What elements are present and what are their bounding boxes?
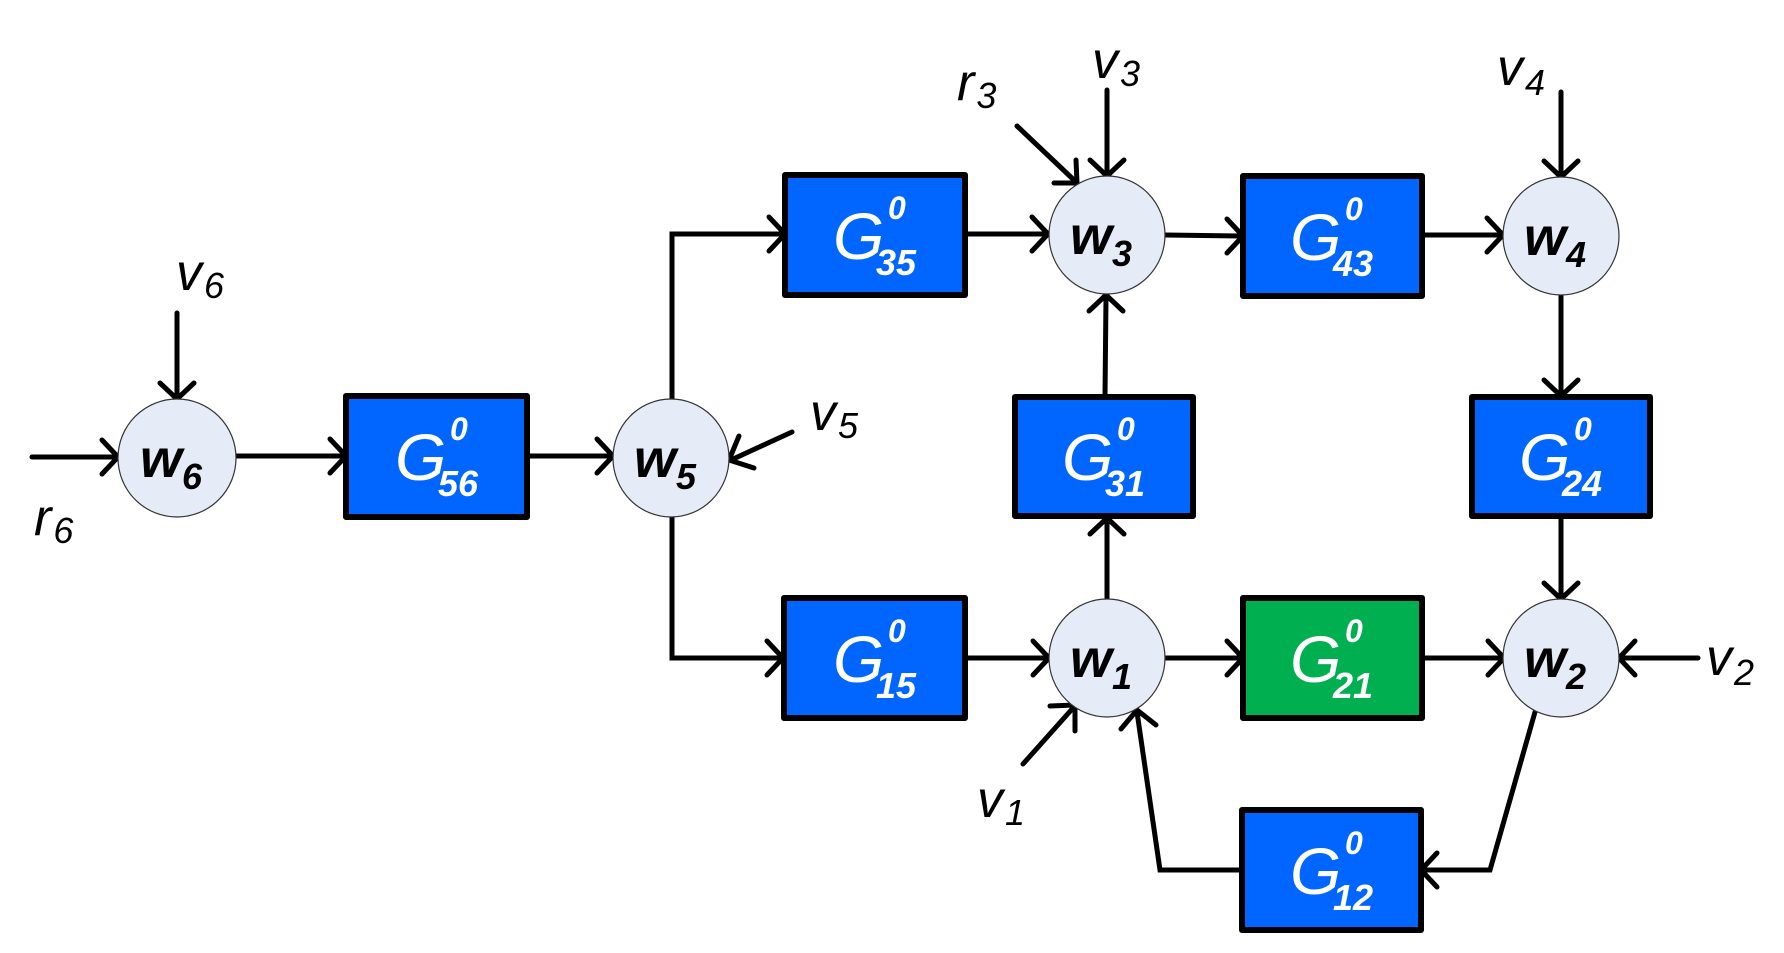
node-w5[interactable]: w5 — [612, 398, 730, 518]
svg-text:w6: w6 — [140, 429, 203, 497]
block-superscript: 0 — [1345, 191, 1363, 227]
edge-g21-w2 — [1419, 638, 1507, 678]
block-subscript: 56 — [438, 463, 479, 504]
block-superscript: 0 — [1345, 825, 1363, 861]
block-subscript: 15 — [876, 665, 917, 706]
block-subscript: 43 — [1332, 243, 1373, 284]
edge-g24-w2 — [1541, 515, 1581, 602]
edge-g15-w1 — [962, 638, 1052, 678]
block-symbol: G — [1519, 420, 1570, 494]
signal-label-r6: r6 — [34, 489, 74, 551]
edge-w5-g35 — [669, 214, 788, 402]
edge-v1-w1 — [1020, 702, 1078, 767]
edge-r6-w6 — [29, 437, 121, 477]
signal-label-v3: v3 — [1092, 32, 1140, 94]
edge-g43-w4 — [1419, 215, 1506, 255]
block-subscript: 31 — [1105, 463, 1145, 504]
block-subscript: 12 — [1333, 877, 1373, 918]
block-subscript: 24 — [1561, 463, 1602, 504]
block-subscript: 21 — [1332, 665, 1373, 706]
svg-text:w4: w4 — [1524, 207, 1586, 275]
node-symbol: w — [140, 429, 185, 489]
edge-w1-g21 — [1163, 638, 1246, 678]
edge-w5-g15 — [669, 513, 786, 678]
block-subscript: 35 — [876, 242, 917, 283]
block-superscript: 0 — [1345, 613, 1363, 649]
edge-w6-g56 — [233, 436, 349, 476]
block-symbol: G — [833, 199, 884, 273]
edge-g12-w1 — [1118, 707, 1245, 873]
connections — [29, 87, 1701, 890]
edge-w1-g31 — [1087, 515, 1127, 602]
signal-label-r3: r3 — [957, 54, 996, 116]
signal-label-v5: v5 — [810, 384, 859, 446]
signal-label-v1: v1 — [977, 771, 1025, 833]
svg-text:w5: w5 — [634, 429, 697, 497]
svg-text:w1: w1 — [1070, 629, 1132, 697]
block-superscript: 0 — [1574, 411, 1592, 447]
edge-v5-w5 — [726, 429, 795, 471]
edge-r3-w3 — [1014, 123, 1080, 186]
block-symbol: G — [1290, 622, 1341, 696]
node-symbol: w — [1070, 629, 1115, 689]
node-subscript: 6 — [182, 456, 203, 497]
block-superscript: 0 — [450, 411, 468, 447]
node-w4[interactable]: w4 — [1502, 176, 1620, 296]
block-symbol: G — [1290, 834, 1341, 908]
node-subscript: 2 — [1565, 656, 1586, 697]
node-symbol: w — [1524, 207, 1569, 267]
node-w6[interactable]: w6 — [117, 398, 237, 518]
block-symbol: G — [833, 622, 884, 696]
node-subscript: 3 — [1112, 233, 1132, 274]
edge-v3-w3 — [1087, 87, 1127, 179]
node-subscript: 5 — [676, 456, 697, 497]
edge-w2-g12 — [1418, 709, 1538, 890]
edge-v4-w4 — [1541, 89, 1581, 180]
signal-label-v2: v2 — [1706, 629, 1754, 693]
edge-w3-g43 — [1162, 216, 1246, 256]
signal-label-v6: v6 — [176, 244, 225, 306]
block-symbol: G — [1290, 200, 1341, 274]
edge-w4-g24 — [1541, 292, 1581, 399]
block-superscript: 0 — [888, 190, 906, 226]
block-symbol: G — [1062, 420, 1113, 494]
node-w2[interactable]: w2 — [1502, 598, 1620, 718]
edge-v2-w2 — [1616, 638, 1701, 678]
svg-text:w2: w2 — [1524, 629, 1586, 697]
edge-g56-w5 — [524, 436, 616, 476]
node-symbol: w — [634, 429, 679, 489]
edge-g31-w3 — [1086, 292, 1126, 399]
svg-text:w3: w3 — [1070, 206, 1132, 274]
block-superscript: 0 — [1117, 411, 1135, 447]
signal-label-v4: v4 — [1497, 39, 1545, 103]
edge-v6-w6 — [157, 310, 197, 402]
node-symbol: w — [1070, 206, 1115, 266]
node-w3[interactable]: w3 — [1048, 175, 1166, 295]
block-symbol: G — [395, 420, 446, 494]
node-w1[interactable]: w1 — [1048, 598, 1166, 718]
node-subscript: 1 — [1112, 656, 1132, 697]
node-symbol: w — [1524, 629, 1569, 689]
edge-g35-w3 — [962, 214, 1051, 254]
node-subscript: 4 — [1565, 234, 1586, 275]
block-superscript: 0 — [888, 613, 906, 649]
